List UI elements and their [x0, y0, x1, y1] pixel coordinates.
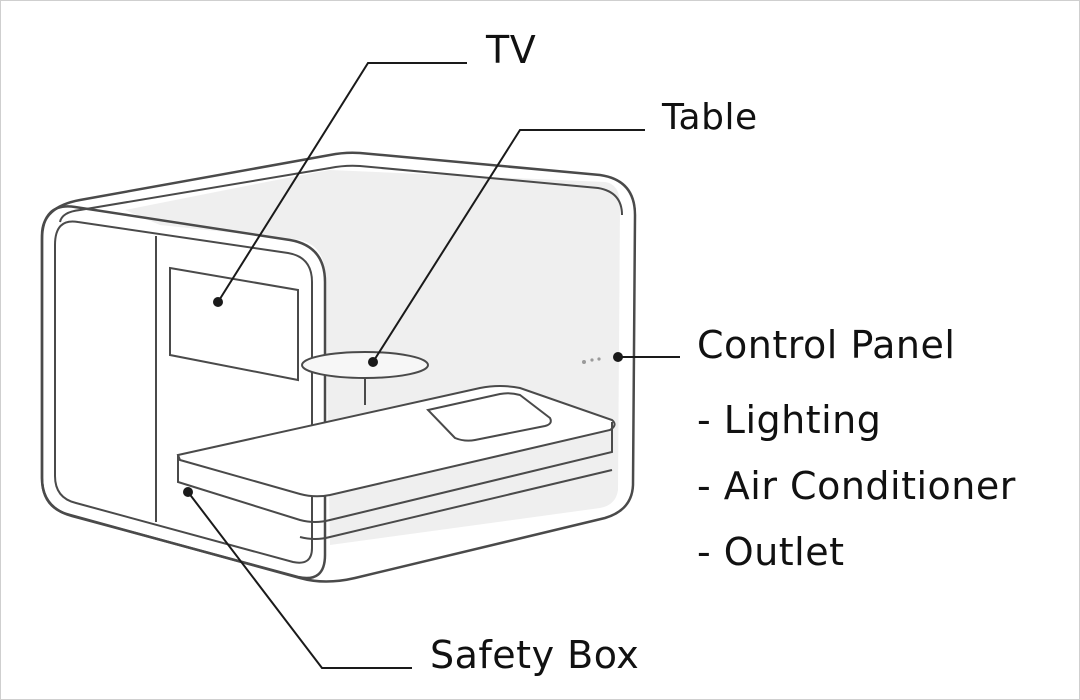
tv-leader-dot: [213, 297, 223, 307]
safety-box-leader-dot: [183, 487, 193, 497]
tv-label: TV: [486, 28, 537, 72]
control-panel-feature-lighting: - Lighting: [697, 398, 882, 442]
safety-box-label: Safety Box: [430, 633, 640, 677]
control-panel-dot-1: [582, 360, 586, 364]
tv-leader-line: [217, 62, 467, 303]
table-label: Table: [662, 97, 758, 138]
control-panel-feature-outlet: - Outlet: [697, 530, 845, 574]
control-panel-feature-air-conditioner: - Air Conditioner: [697, 464, 1016, 508]
control-panel-leader-dot: [613, 352, 623, 362]
bed-base-line: [299, 469, 613, 540]
safety-box-leader-line: [187, 491, 412, 669]
table-top: [301, 351, 429, 379]
tv-screen: [169, 266, 299, 382]
capsule-inner-top-edge: [59, 164, 623, 223]
pillow: [426, 392, 552, 442]
control-panel-dot-3: [597, 357, 601, 361]
bed-front-side: [177, 422, 613, 523]
table-leader-dot: [368, 357, 378, 367]
control-panel-dot-2: [590, 358, 594, 362]
front-opening-ring-outer: [40, 205, 327, 580]
front-opening-ring-inner: [54, 220, 313, 564]
table-leader-line: [372, 129, 645, 363]
control-panel-label: Control Panel: [697, 323, 956, 367]
